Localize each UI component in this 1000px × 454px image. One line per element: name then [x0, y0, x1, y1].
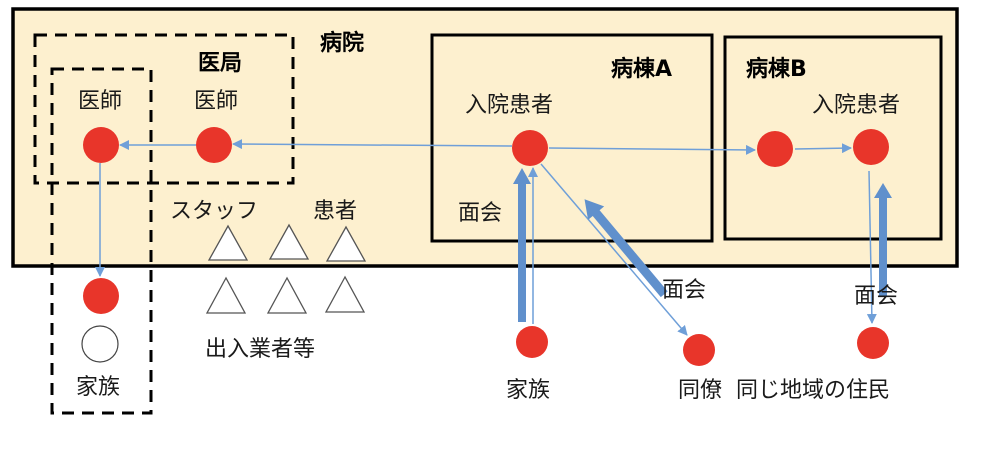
arrow-inpatient-a-to-coworker: [540, 163, 688, 336]
inpatient-a-dot: [512, 130, 548, 166]
visit-arrow-family: [513, 168, 531, 322]
coworker-label: 同僚: [678, 378, 722, 403]
ward-a-area: [430, 33, 714, 243]
ward-b-patient-dot: [757, 131, 793, 167]
triangle-icon: [266, 276, 308, 314]
residents-label: 同じ地域の住民: [736, 378, 890, 403]
staff-patient-triangles: [207, 223, 367, 262]
visit-label-family: 面会: [458, 201, 502, 226]
arrow-inpatient-b-to-residents: [866, 170, 877, 324]
medical-office-label: 医局: [198, 51, 242, 76]
triangle-icon: [324, 275, 366, 313]
ward-b-label: 病棟B: [746, 56, 807, 82]
triangle-icon: [205, 276, 247, 314]
triangle-icon: [325, 225, 367, 262]
family-left-dot: [83, 278, 119, 314]
inpatient-b-dot: [853, 129, 889, 165]
residents-dot: [857, 327, 889, 359]
doctor-office-dot: [196, 127, 232, 163]
inpatient-b-label: 入院患者: [812, 93, 900, 118]
hospital-label: 病院: [320, 30, 364, 56]
visit-arrow-coworker: [584, 199, 668, 298]
doctor-left-label: 医師: [78, 89, 122, 114]
family-bottom-dot: [516, 326, 548, 358]
doctor-left-dot: [83, 127, 119, 163]
doctor-office-label: 医師: [194, 89, 238, 114]
family-uninfected-circle: [81, 325, 119, 363]
medical-office-area: [33, 33, 295, 185]
arrow-inpatient-a-to-ward-b: [548, 144, 756, 155]
coworker-dot: [683, 334, 715, 366]
triangle-icon: [207, 224, 249, 261]
arrow-inpatient-a-to-office-doctor: [232, 139, 513, 150]
contractor-triangles: [205, 275, 366, 314]
arrow-ward-b-internal: [794, 143, 852, 154]
hospital-area: [11, 7, 959, 268]
patients-label: 患者: [313, 199, 357, 224]
ward-a-label: 病棟A: [611, 56, 672, 82]
visit-arrow-residents: [874, 183, 892, 296]
staff-label: スタッフ: [170, 199, 258, 224]
visit-label-coworker: 面会: [662, 278, 706, 303]
inpatient-a-label: 入院患者: [465, 93, 553, 118]
triangle-icon: [268, 223, 310, 260]
family-left-label: 家族: [76, 375, 120, 400]
ward-b-area: [723, 35, 943, 241]
family-bottom-label: 家族: [506, 378, 550, 403]
visit-label-residents: 面会: [854, 284, 898, 309]
doctor-family-group: [50, 67, 153, 415]
contractors-label: 出入業者等: [205, 337, 315, 362]
